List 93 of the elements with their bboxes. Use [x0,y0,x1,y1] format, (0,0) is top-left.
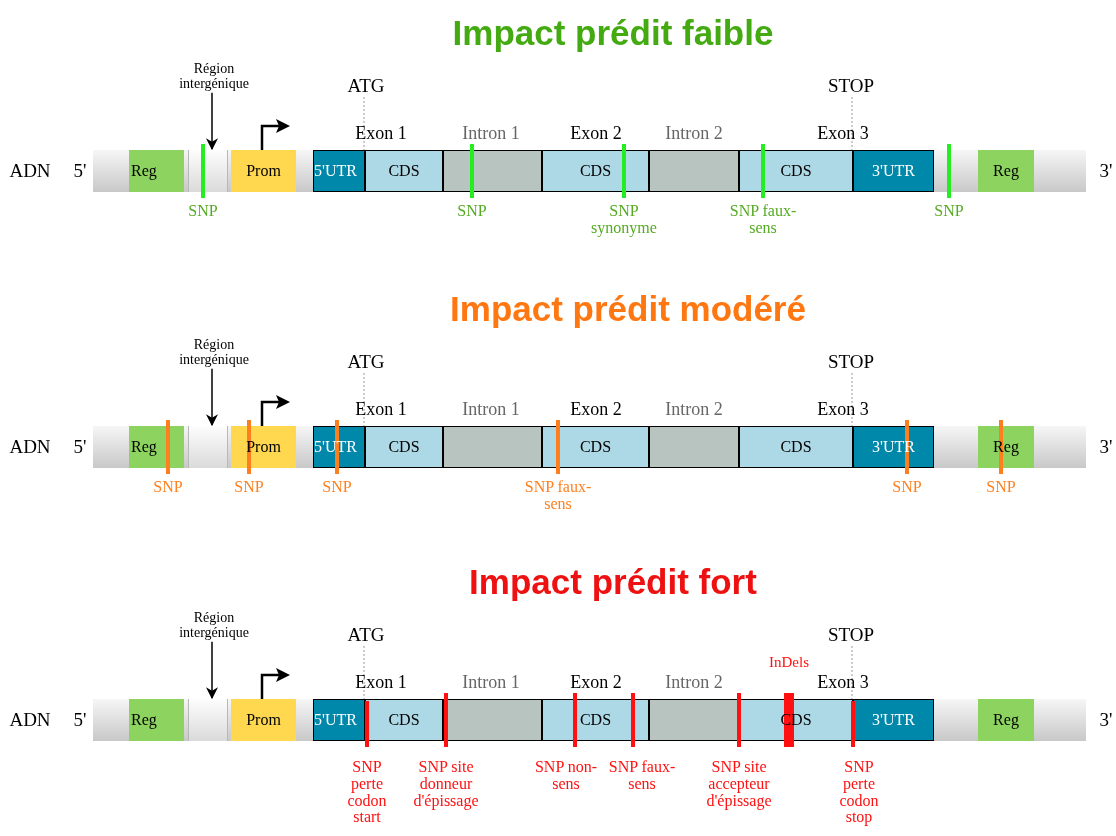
utr-box: 5'UTR [313,150,365,192]
promoter-box: Prom [231,150,296,192]
intron-box [649,426,739,468]
variant-label: SNP [934,203,964,220]
strand-label: 3' [1099,161,1113,181]
promoter-box: Prom [231,426,296,468]
cds-box: CDS [739,426,853,468]
exon-label: Exon 3 [817,672,869,692]
intron-label: Intron 1 [462,399,520,419]
variant-label: SNP faux-sens [729,203,797,237]
exon-label: Exon 3 [817,399,869,419]
indel-label: InDels [769,655,809,671]
dotted-leader-line [851,372,853,427]
variant-label: SNP perte codon stop [839,759,879,827]
strand-label: ADN [9,710,51,730]
strand-label: 5' [73,437,87,457]
variant-label: SNP [322,479,352,496]
intron-box [649,150,739,192]
cds-box: CDS [542,426,649,468]
panel-heading: Impact prédit fort [469,563,757,601]
intron-label: Intron 2 [665,399,723,419]
variant-label: SNP non-sens [533,759,599,793]
intron-box [649,699,739,741]
variant-label: SNP [457,203,487,220]
cds-box: CDS [542,699,649,741]
intron-label: Intron 1 [462,672,520,692]
exon-label: Exon 2 [570,123,622,143]
variant-label: SNP [188,203,218,220]
codon-label: ATG [347,352,385,372]
dotted-leader-line [851,645,853,700]
variant-label: SNP [892,479,922,496]
variant-label: SNP site accepteur d'épissage [706,759,772,810]
panel-heading: Impact prédit modéré [450,290,806,328]
regulatory-region-box: Reg [978,150,1034,192]
variant-label: SNP synonyme [591,203,657,237]
utr-box: 3'UTR [853,150,934,192]
codon-label: STOP [827,352,875,372]
codon-label: STOP [827,625,875,645]
intergenic-region [188,699,228,741]
dotted-leader-line [363,645,365,700]
promoter-box: Prom [231,699,296,741]
utr-box: 5'UTR [313,699,365,741]
cds-box: CDS [365,150,443,192]
dotted-leader-line [363,372,365,427]
intergenic-region [188,150,228,192]
regulatory-region-box: Reg [978,699,1034,741]
variant-label: SNP faux-sens [608,759,676,793]
regulatory-region-box: Reg [978,426,1034,468]
cds-box: CDS [365,426,443,468]
intron-box [443,699,542,741]
intron-label: Intron 2 [665,672,723,692]
region-label: Région intergénique [179,611,249,641]
cds-box: CDS [542,150,649,192]
region-label: Région intergénique [179,338,249,368]
strand-label: 5' [73,710,87,730]
strand-label: 5' [73,161,87,181]
exon-label: Exon 1 [355,672,407,692]
exon-label: Exon 2 [570,672,622,692]
exon-label: Exon 2 [570,399,622,419]
intron-label: Intron 1 [462,123,520,143]
exon-label: Exon 1 [355,123,407,143]
cds-box: CDS [739,150,853,192]
variant-label: SNP [986,479,1016,496]
exon-label: Exon 3 [817,123,869,143]
variant-label: SNP [153,479,183,496]
strand-label: 3' [1099,710,1113,730]
codon-label: ATG [347,625,385,645]
variant-label: SNP faux-sens [524,479,592,513]
regulatory-region-box: Reg [129,699,184,741]
regulatory-region-box: Reg [129,150,184,192]
strand-label: 3' [1099,437,1113,457]
utr-box: 3'UTR [853,699,934,741]
panel-heading: Impact prédit faible [452,14,774,52]
regulatory-region-box: Reg [129,426,184,468]
strand-label: ADN [9,437,51,457]
region-label: Région intergénique [179,62,249,92]
variant-label: SNP [234,479,264,496]
intron-box [443,150,542,192]
dotted-leader-line [851,96,853,151]
intron-label: Intron 2 [665,123,723,143]
intron-box [443,426,542,468]
intergenic-region [188,426,228,468]
cds-box: CDS [365,699,443,741]
leader-arrow [206,367,218,427]
dotted-leader-line [363,96,365,151]
codon-label: STOP [827,76,875,96]
variant-label: SNP site donneur d'épissage [413,759,479,810]
codon-label: ATG [347,76,385,96]
strand-label: ADN [9,161,51,181]
leader-arrow [206,640,218,700]
exon-label: Exon 1 [355,399,407,419]
variant-label: SNP perte codon start [347,759,387,827]
leader-arrow [206,91,218,151]
